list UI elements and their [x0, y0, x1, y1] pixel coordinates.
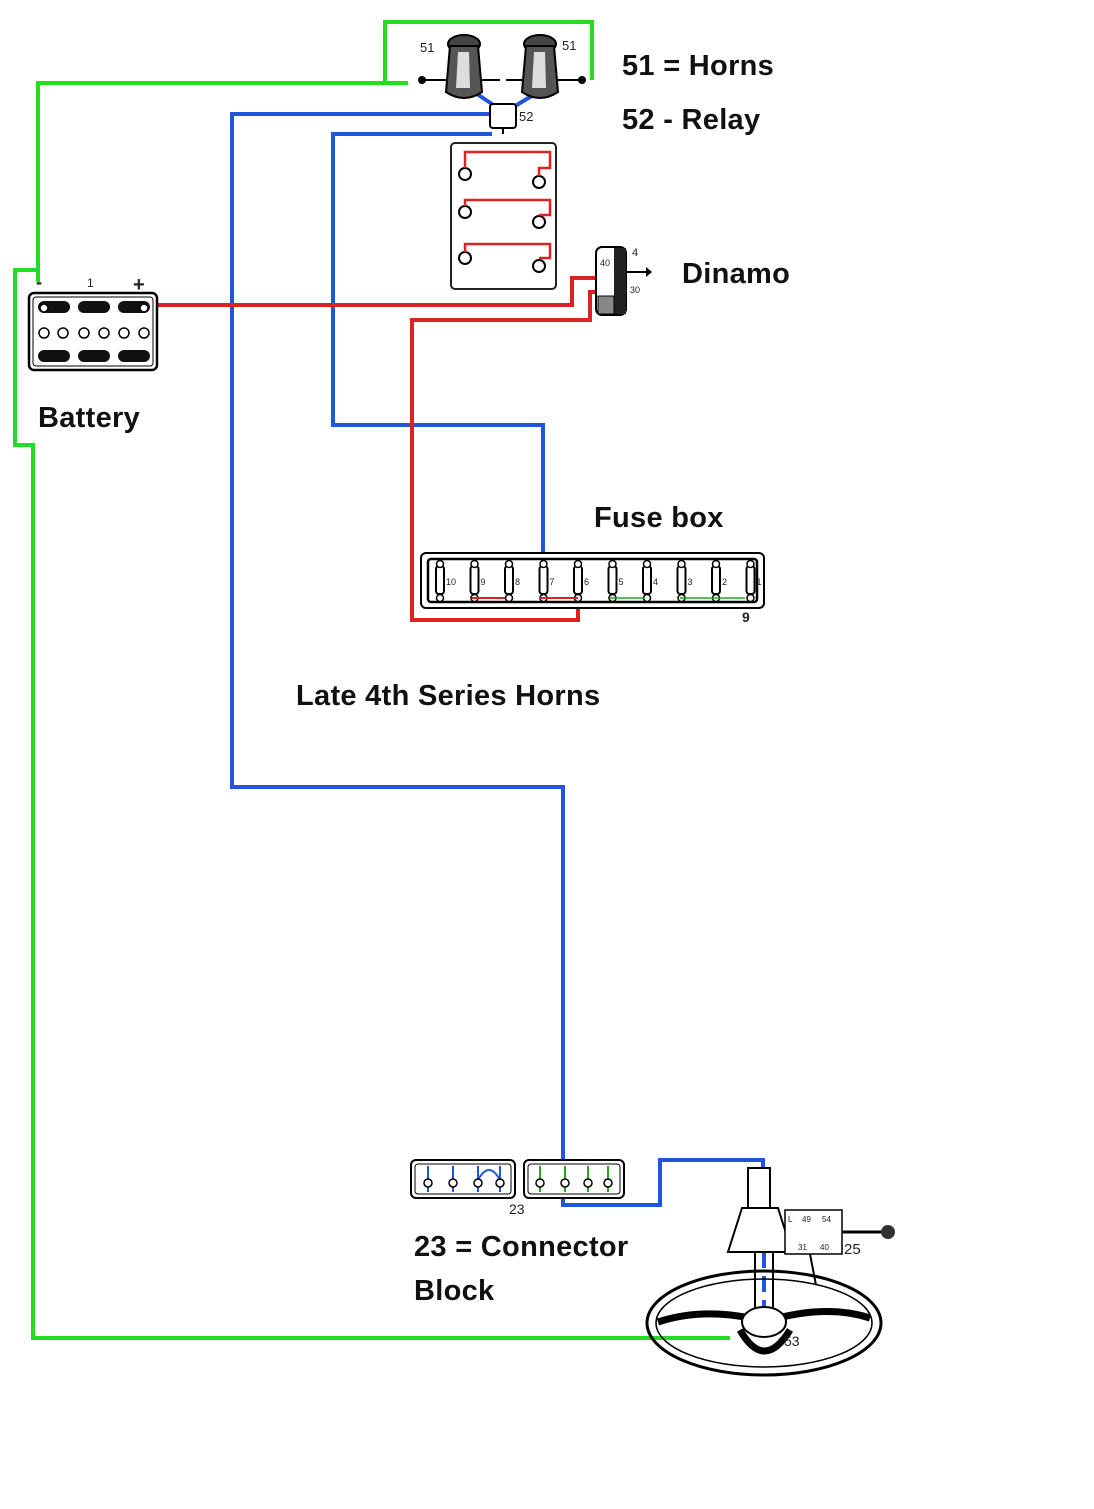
fuse-number: 7: [550, 577, 555, 587]
horn-left-number: 51: [420, 40, 434, 55]
fuse-number: 6: [584, 577, 589, 587]
red-wire-battery-to-dynamo: [150, 276, 600, 307]
fuse-1: 1: [745, 559, 762, 603]
green-wire-horn-to-battery: [36, 81, 408, 282]
fuse-number: 4: [653, 577, 658, 587]
fuse-number: 2: [722, 577, 727, 587]
fuse-9: 9: [469, 559, 486, 603]
fuse-box-number: 9: [742, 609, 750, 625]
connector-block: [410, 1159, 625, 1199]
dynamo-terminal-bottom: 30: [630, 285, 640, 295]
battery-minus-label: -: [36, 272, 42, 292]
fuse-number: 8: [515, 577, 520, 587]
red-wire-dynamo-to-fuse: [410, 290, 600, 622]
horn-right-number: 51: [562, 38, 576, 53]
fuse-5: 5: [607, 559, 624, 603]
green-wire-horns-loop: [383, 20, 594, 85]
fuse-slots: 10 9 8 7 6 5 4 3 2 1: [435, 559, 762, 603]
fuse-number: 10: [446, 577, 456, 587]
switch-terminal-label: 31: [798, 1243, 807, 1252]
horns-label: 51 = Horns: [622, 50, 775, 82]
red-power-wires: [150, 276, 600, 622]
switch-terminal-label: 54: [822, 1215, 831, 1224]
horn-left: [418, 34, 500, 99]
fuse-number: 3: [688, 577, 693, 587]
fuse-box: 10 9 8 7 6 5 4 3 2 1: [420, 552, 765, 609]
blue-wire-relay-to-connector: [230, 112, 765, 1207]
fuse-box-label: Fuse box: [594, 502, 724, 534]
fuse-6: 6: [573, 559, 589, 603]
switch-number: 25: [844, 1241, 861, 1258]
fuse-10: 10: [435, 559, 456, 603]
steering-assembly: [645, 1167, 895, 1377]
steering-number: 53: [784, 1333, 800, 1349]
dinamo-label: Dinamo: [682, 258, 791, 290]
green-wire-battery-to-steering: [13, 268, 730, 1340]
horn-right: [506, 34, 586, 99]
battery-label: Battery: [38, 402, 141, 434]
connector-block-number: 23: [509, 1201, 525, 1217]
battery-plus-label: +: [133, 274, 145, 296]
dynamo-terminal-side: 40: [600, 258, 610, 268]
battery-one-label: 1: [87, 276, 94, 290]
relay-number: 52: [519, 109, 533, 124]
fuse-4: 4: [642, 559, 658, 603]
switch-terminal-label: 49: [802, 1215, 811, 1224]
dynamo: [595, 246, 652, 316]
switch-terminals: L 49 54 31 40: [788, 1215, 831, 1252]
relay-52: [489, 103, 517, 134]
battery: [27, 291, 159, 372]
regulator-box: [450, 142, 557, 290]
blue-wire-relay-to-fuse: [331, 132, 545, 568]
relay-label: 52 - Relay: [622, 104, 761, 136]
switch-terminal-label: L: [788, 1215, 793, 1224]
switch-terminal-label: 40: [820, 1243, 829, 1252]
fuse-number: 1: [757, 577, 762, 587]
diagram-title: Late 4th Series Horns: [296, 680, 601, 712]
fuse-number: 9: [481, 577, 486, 587]
dynamo-terminal-top: 4: [632, 247, 638, 259]
fuse-number: 5: [619, 577, 624, 587]
green-ground-wires: [13, 20, 730, 1340]
connector-label-line2: Block: [414, 1275, 495, 1307]
connector-label-line1: 23 = Connector: [414, 1231, 629, 1263]
fuse-8: 8: [504, 559, 520, 603]
